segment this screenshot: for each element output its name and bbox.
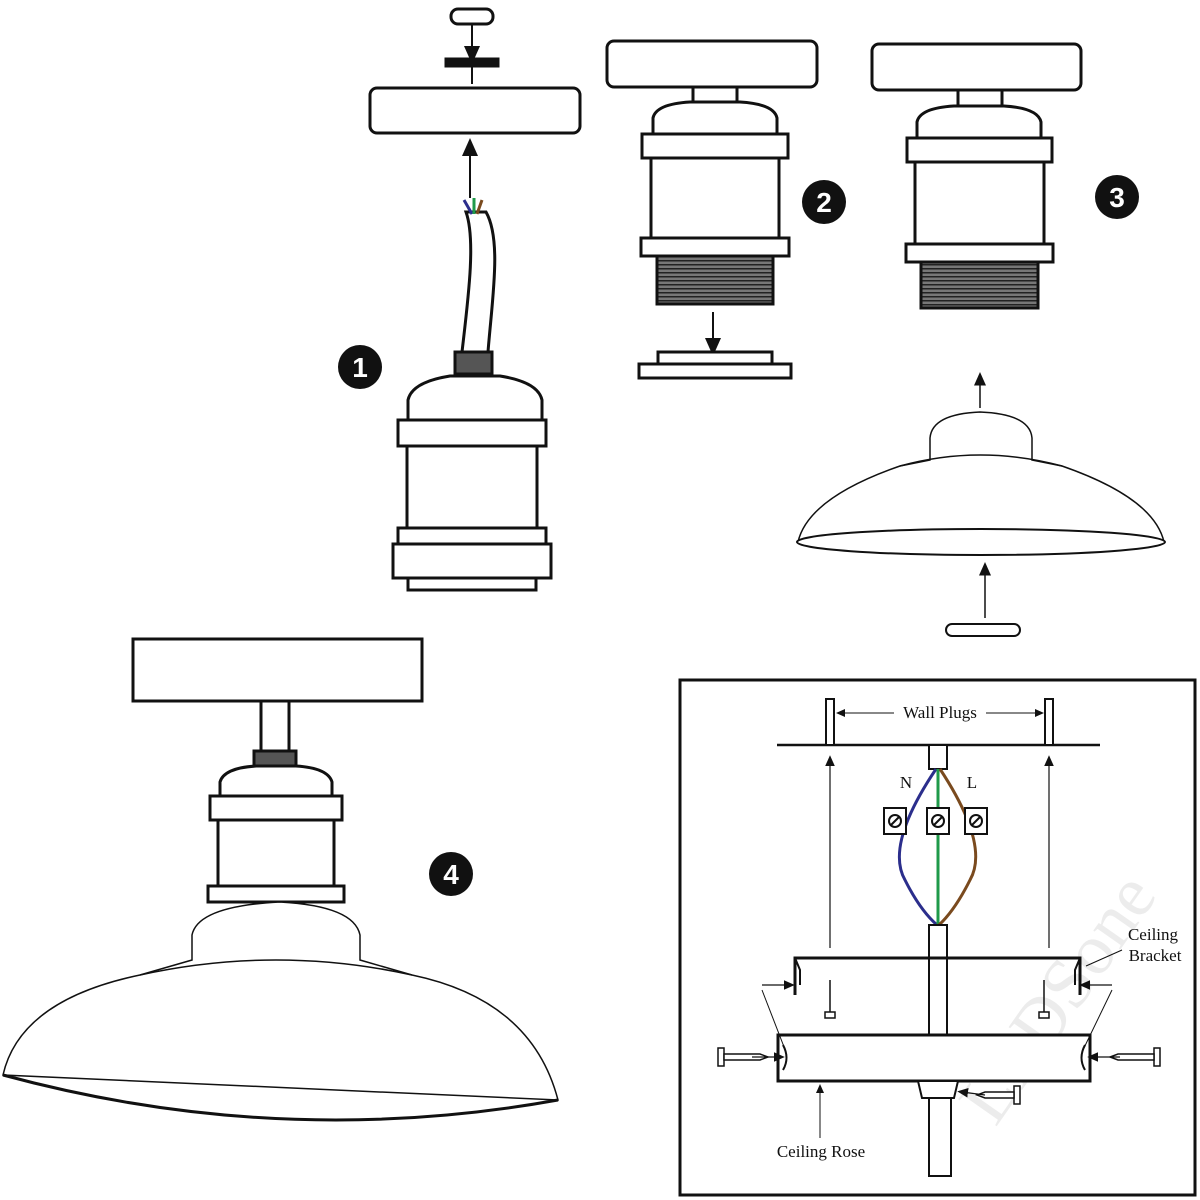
neutral-wire [897,768,938,927]
wall-plug-right [1044,698,1054,746]
step4-ceiling-plate [131,637,424,703]
step1-assembly [338,7,582,592]
ceiling-bracket-label-2: Bracket [1129,946,1182,965]
step3-lamp-holder [915,104,1043,140]
ceiling-bracket-label-1: Ceiling [1128,925,1179,944]
step2-thread [655,254,775,306]
step3-shade-rim [796,528,1166,556]
step4-shade [2,901,559,1101]
live-label: L [967,773,977,792]
step1-lamp-holder [406,374,544,422]
step4-number: 4 [443,859,459,890]
step1-cable [460,210,497,354]
step2-assembly [605,39,846,380]
step2-lamp-holder [651,100,779,136]
ceiling-rose [776,1033,1092,1083]
step3-assembly [796,42,1166,637]
step1-ceiling-plate [368,86,582,135]
step1-number: 1 [352,352,368,383]
ceiling-rose-label: Ceiling Rose [777,1142,865,1161]
wall-plugs-label: Wall Plugs [903,703,977,722]
step4-lamp-holder [218,764,334,798]
wall-plug-left [825,698,835,746]
step3-ceiling-plate [870,42,1083,92]
neutral-label: N [900,773,912,792]
step4-badge [429,852,473,896]
step1-nut [449,7,495,26]
step1-washer [444,57,500,68]
step1-badge [338,345,382,389]
step4-shade-rim [2,1073,559,1122]
live-wire [937,768,978,927]
step3-ring [945,623,1021,637]
step2-badge [802,180,846,224]
step4-assembly [2,637,559,1122]
step3-shade [797,411,1165,543]
wiring-diagram: LEDSone Wall Plugs N L [678,678,1197,1197]
step3-thread [919,260,1040,310]
step3-badge [1095,175,1139,219]
step2-number: 2 [816,187,832,218]
step2-shade-ring [656,350,774,366]
step2-ceiling-plate [605,39,819,89]
step3-number: 3 [1109,182,1125,213]
ceiling-bracket [793,956,1082,995]
